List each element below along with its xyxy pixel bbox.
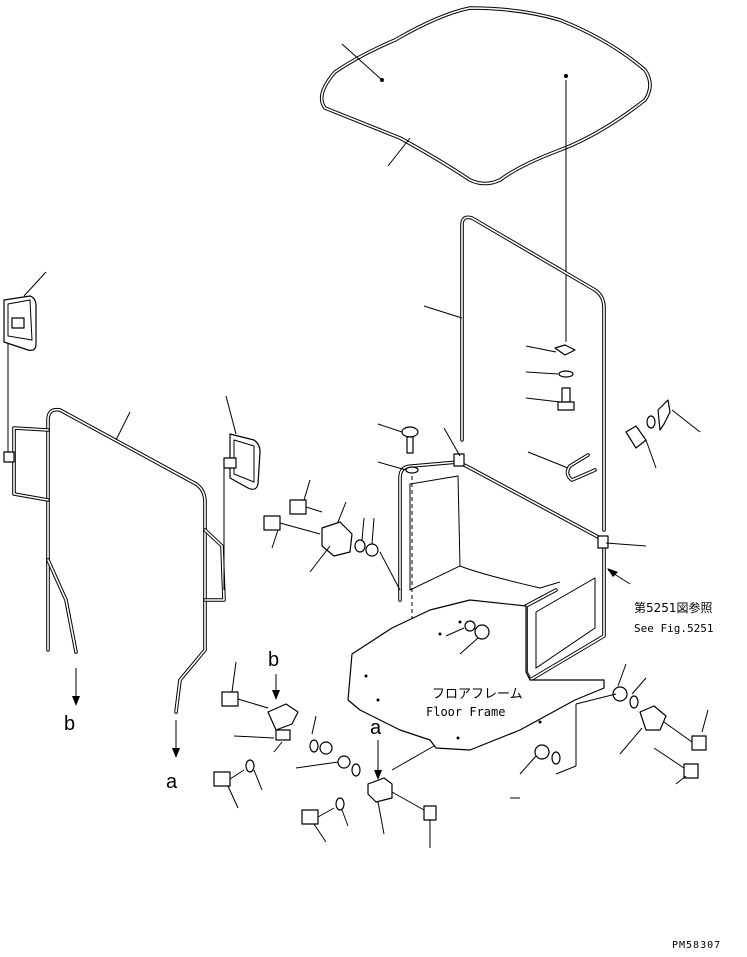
leader-wing-nut — [671, 409, 701, 433]
drawing-number: PM58307 — [672, 940, 721, 951]
leader-bolt-1 — [525, 397, 561, 403]
leader-roof-frame — [387, 137, 411, 167]
leader-washer-8 — [631, 677, 647, 695]
leader-left-mirror — [23, 271, 47, 297]
roof-frame — [319, 6, 652, 186]
leader-bolt-10 — [675, 775, 687, 785]
right-mirror — [223, 433, 261, 490]
leader-roof-top — [341, 43, 383, 81]
leader-nut-3 — [371, 517, 375, 545]
lower-center-bolts — [301, 777, 437, 825]
leader-bolt-6 — [227, 785, 239, 809]
leader-washer-4 — [311, 715, 317, 735]
leader-nut-6 — [617, 663, 627, 687]
leader-washer-5 — [253, 769, 263, 791]
link-nut-6 — [575, 693, 617, 705]
leader-nut-2 — [459, 637, 479, 655]
leader-corner-clip — [443, 427, 461, 457]
leader-washer-2 — [377, 461, 407, 471]
leader-right-mirror — [225, 395, 237, 435]
rear-frame — [460, 215, 606, 532]
leader-plate-b — [233, 735, 275, 739]
floor-nuts — [464, 620, 490, 640]
leader-bolt-3 — [303, 479, 311, 501]
lower-arrow-b-head — [272, 690, 280, 700]
hinge-bolts-middle — [263, 499, 379, 557]
leader-nut-4 — [295, 761, 339, 769]
leader-u-bolt — [527, 451, 569, 469]
reference-note-en: See Fig.5251 — [634, 622, 713, 635]
u-bolt — [565, 453, 597, 482]
arrow-a-label: a — [166, 771, 178, 793]
leader-clip — [525, 345, 557, 353]
floor-frame-label-en: Floor Frame — [426, 705, 505, 719]
plate-a-link — [391, 745, 435, 771]
reference-note-jp: 第5251図参照 — [634, 600, 713, 615]
leader-bolt-7 — [313, 823, 327, 843]
left-door-frame — [3, 407, 226, 714]
leader-bracket — [645, 439, 657, 469]
leader-left-door — [115, 411, 131, 441]
front-cab-frame — [398, 453, 609, 682]
lower-left-bolts — [213, 691, 361, 787]
wing-nut-assembly — [625, 399, 671, 449]
leader-bolt-4 — [271, 529, 279, 549]
leader-washer-1 — [525, 371, 559, 375]
leader-nut-1 — [445, 627, 465, 637]
arrow-b-head — [72, 696, 80, 706]
arrow-a-head — [172, 748, 180, 758]
leader-washer-6 — [341, 809, 349, 827]
front-bolt-set — [401, 426, 419, 474]
ref-arrow-head — [607, 568, 618, 577]
leader-bracket-2 — [619, 727, 643, 755]
leader-bolt-5 — [231, 661, 237, 693]
leader-washer-3 — [361, 517, 365, 541]
leader-corner-bracket — [605, 542, 647, 547]
floor-frame-label-jp: フロアフレーム — [432, 687, 523, 702]
leader-hinge-2 — [309, 545, 331, 573]
leader-plate-b-2 — [273, 741, 283, 753]
hinge-dash-line — [379, 551, 401, 591]
lower-arrow-a-label: a — [370, 717, 382, 739]
lower-arrow-b-label: b — [268, 649, 279, 671]
lower-right-bolts — [534, 686, 707, 779]
leader-bolt-9 — [701, 709, 709, 733]
lower-arrow-a-head — [374, 770, 382, 780]
floor-frame — [347, 599, 605, 751]
leader-washer-7 — [555, 765, 577, 775]
leader-bolt-2 — [377, 423, 403, 433]
leader-plate-a — [377, 801, 385, 835]
leader-nut-5 — [519, 755, 537, 775]
leader-hinge — [337, 501, 347, 523]
rear-frame-hardware — [554, 344, 576, 411]
left-mirror — [3, 295, 37, 351]
leader-rear-frame — [423, 305, 463, 319]
arrow-b-label: b — [64, 713, 75, 735]
